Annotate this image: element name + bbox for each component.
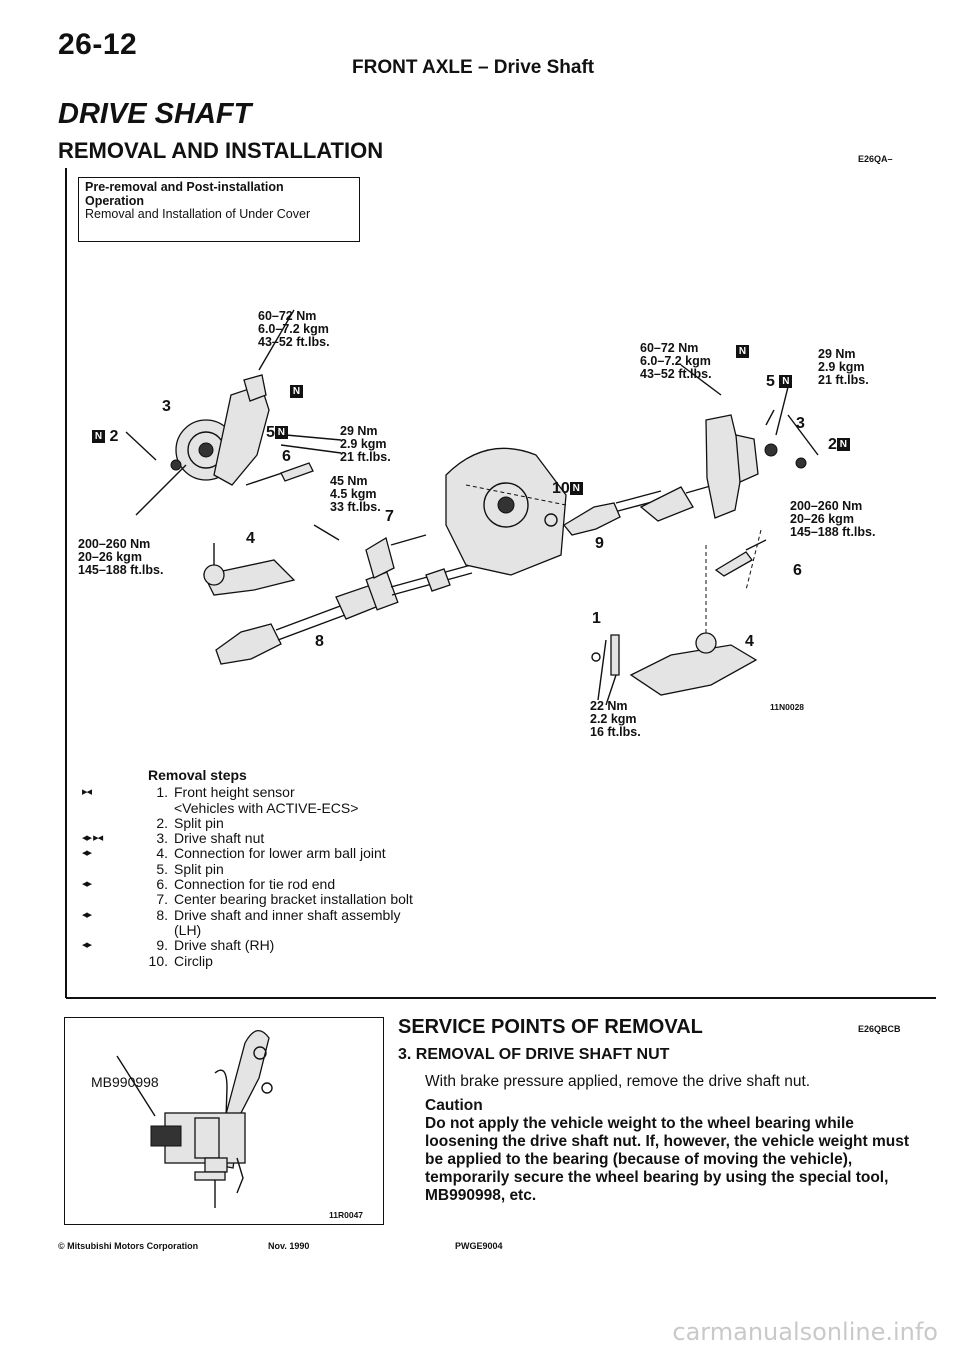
page-number: 26-12 xyxy=(58,28,138,61)
footer-date: Nov. 1990 xyxy=(268,1241,310,1251)
pre-removal-box: Pre-removal and Post-installation Operat… xyxy=(78,177,360,242)
callout-4-right: 4 xyxy=(745,633,754,650)
left-lower-arm xyxy=(203,543,296,596)
torque-left-top: 60–72 Nm 6.0–7.2 kgm 43–52 ft.lbs. xyxy=(258,309,330,349)
service-points-body: With brake pressure applied, remove the … xyxy=(425,1073,925,1205)
drive-shaft-exploded-diagram xyxy=(125,309,819,706)
callout-3: 3 xyxy=(162,398,171,415)
torque-right-top: 60–72 Nm 6.0–7.2 kgm 43–52 ft.lbs. xyxy=(640,341,712,381)
step-item: ◂▸6.Connection for tie rod end xyxy=(82,876,336,893)
step-item: (LH) xyxy=(174,921,202,938)
step-item: 2.Split pin xyxy=(156,814,224,831)
step-item: ◂▸ ▸◂3.Drive shaft nut xyxy=(82,830,265,847)
right-drive-shaft xyxy=(544,482,722,536)
step-item: 10.Circlip xyxy=(148,952,213,969)
footer-doc-code: PWGE9004 xyxy=(455,1241,503,1251)
callout-5-right: 5 N xyxy=(766,373,793,391)
service-points-code: E26QBCB xyxy=(858,1024,901,1034)
transmission xyxy=(445,447,567,576)
callout-2: N 2 xyxy=(92,428,118,446)
left-hub-assembly xyxy=(170,374,270,486)
step-item: <Vehicles with ACTIVE-ECS> xyxy=(174,799,359,816)
step-item: ◂▸4.Connection for lower arm ball joint xyxy=(82,845,386,862)
margin-rule xyxy=(65,168,67,998)
special-tool-figure: MB990998 11R0047 xyxy=(64,1017,384,1225)
callout-1: 1 xyxy=(592,610,601,627)
step-item: ◂▸9.Drive shaft (RH) xyxy=(82,937,275,954)
torque-left-mid: 29 Nm 2.9 kgm 21 ft.lbs. xyxy=(340,424,391,464)
callout-n-right: N xyxy=(736,343,749,361)
service-points-subheading: 3. REMOVAL OF DRIVE SHAFT NUT xyxy=(398,1046,670,1063)
section-subtitle: REMOVAL AND INSTALLATION xyxy=(58,138,384,163)
right-lower-arm xyxy=(629,529,762,696)
pre-removal-heading: Pre-removal and Post-installation xyxy=(85,180,284,194)
diagram-figure-code: 11N0028 xyxy=(770,702,805,712)
left-drive-shaft xyxy=(215,564,473,665)
page-header-title: FRONT AXLE – Drive Shaft xyxy=(352,57,595,78)
tool-figure-code: 11R0047 xyxy=(329,1210,364,1220)
pre-removal-text: Removal and Installation of Under Cover xyxy=(85,207,311,221)
special-tool-drawing xyxy=(116,1030,273,1208)
new-part-mark: N xyxy=(92,430,105,444)
callout-4-left: 4 xyxy=(246,530,255,547)
removal-steps: Removal steps ▸◂1.Front height sensor <V… xyxy=(82,767,508,969)
callout-8: 8 xyxy=(315,633,324,650)
torque-left-bracket: 45 Nm 4.5 kgm 33 ft.lbs. xyxy=(330,474,381,514)
footer-copyright: © Mitsubishi Motors Corporation xyxy=(58,1241,199,1251)
height-sensor xyxy=(591,634,620,706)
torque-right-bottom: 200–260 Nm 20–26 kgm 145–188 ft.lbs. xyxy=(790,499,876,539)
torque-right-mid: 29 Nm 2.9 kgm 21 ft.lbs. xyxy=(818,347,869,387)
callout-7: 7 xyxy=(385,508,394,525)
callout-3-right: 3 xyxy=(796,415,805,432)
callout-6-left: 6 xyxy=(282,448,291,465)
section-divider xyxy=(66,997,936,999)
step-item: ◂▸8.Drive shaft and inner shaft assembly xyxy=(82,906,401,923)
step-item: 7.Center bearing bracket installation bo… xyxy=(156,891,413,908)
callout-9: 9 xyxy=(595,535,604,552)
caution-heading: Caution xyxy=(425,1097,483,1114)
callout-6-right: 6 xyxy=(793,562,802,579)
step-item: ▸◂1.Front height sensor xyxy=(82,784,295,801)
removal-steps-heading: Removal steps xyxy=(148,767,247,783)
torque-height-sensor: 22 Nm 2.2 kgm 16 ft.lbs. xyxy=(590,699,641,739)
section-code: E26QA– xyxy=(858,154,893,164)
step-item: 5.Split pin xyxy=(156,860,224,877)
torque-left-bottom: 200–260 Nm 20–26 kgm 145–188 ft.lbs. xyxy=(78,537,164,577)
service-points-text: With brake pressure applied, remove the … xyxy=(425,1073,811,1090)
caution-text: Do not apply the vehicle weight to the w… xyxy=(425,1115,910,1204)
watermark: carmanualsonline.info xyxy=(672,1318,938,1346)
pre-removal-heading-2: Operation xyxy=(85,193,145,208)
callout-n-left: N xyxy=(290,383,303,401)
tool-label: MB990998 xyxy=(91,1074,159,1090)
right-hub-assembly xyxy=(705,409,807,519)
service-points-heading: SERVICE POINTS OF REMOVAL xyxy=(398,1016,703,1038)
section-title: DRIVE SHAFT xyxy=(58,98,252,130)
